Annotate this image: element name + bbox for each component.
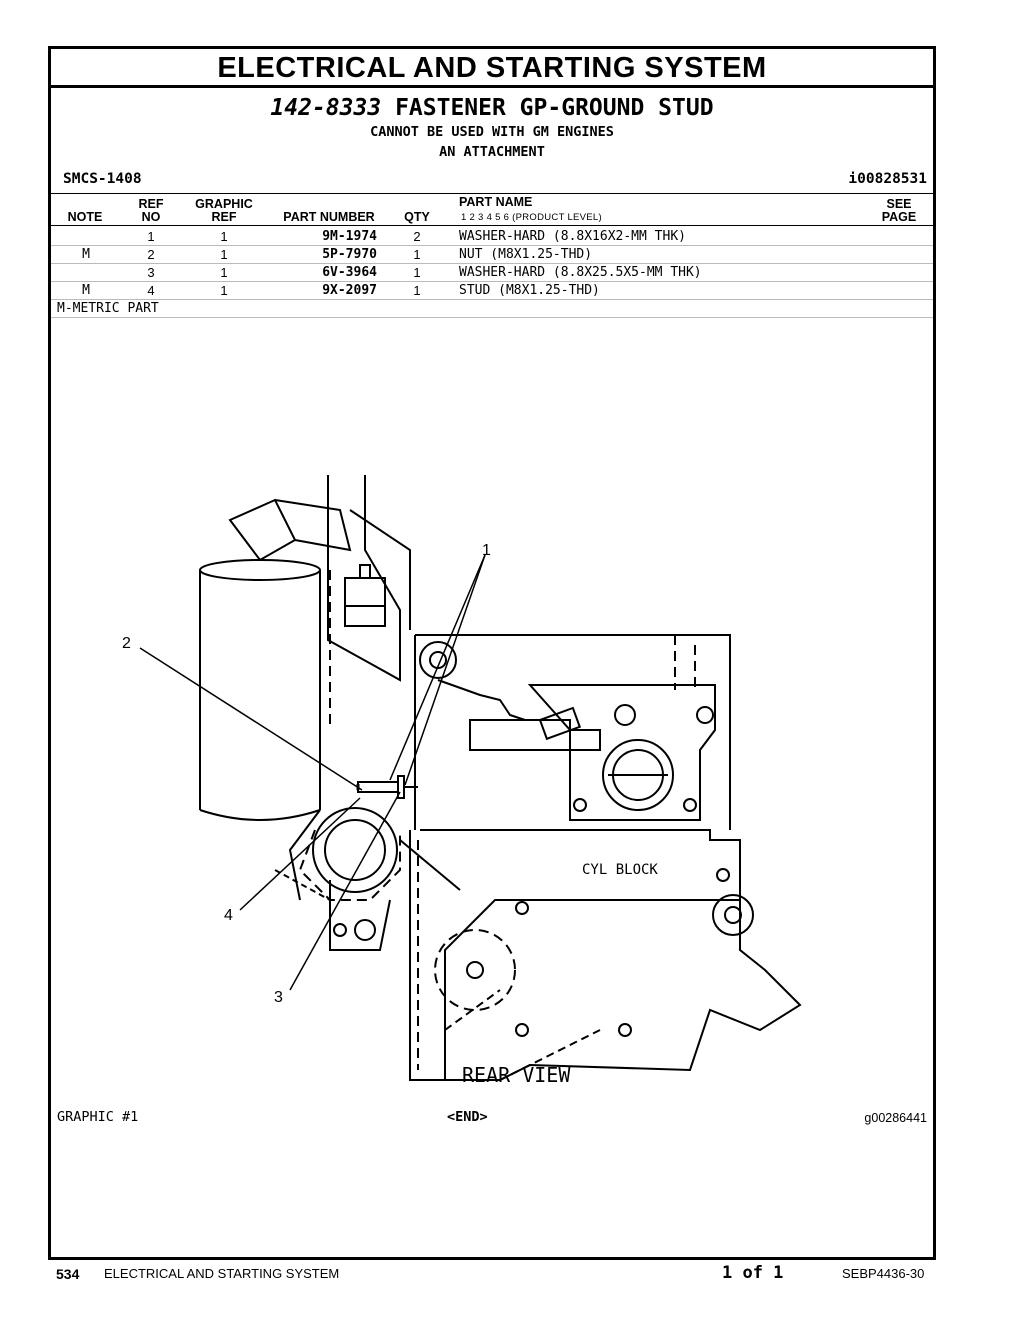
row-divider (51, 263, 933, 264)
callout-4: 4 (224, 907, 233, 924)
callout-leaders (139, 554, 486, 991)
header-page: PAGE (881, 210, 917, 224)
header-bottom-rule (51, 225, 933, 226)
footer-doc-number: SEBP4436-30 (842, 1266, 925, 1281)
row-part-name: WASHER-HARD (8.8X25.5X5-MM THK) (459, 265, 702, 280)
row-divider (51, 245, 933, 246)
row-part-name: NUT (M8X1.25-THD) (459, 247, 593, 262)
section-title: ELECTRICAL AND STARTING SYSTEM (51, 49, 933, 88)
row-graphic-ref: 1 (220, 283, 228, 298)
footer-section: ELECTRICAL AND STARTING SYSTEM (104, 1266, 340, 1281)
metric-rule (51, 317, 933, 318)
header-no: NO (141, 210, 161, 224)
document-id: i00828531 (848, 171, 927, 187)
row-ref: 2 (147, 247, 155, 262)
row-qty: 1 (413, 283, 421, 298)
starter-motor (199, 475, 411, 821)
row-qty: 1 (413, 247, 421, 262)
row-ref: 1 (147, 229, 155, 244)
header-see: SEE (886, 197, 912, 211)
row-graphic-ref: 1 (220, 229, 228, 244)
header-part-name: PART NAME (459, 195, 533, 209)
solenoid (344, 564, 582, 741)
row-note: M (82, 247, 90, 262)
smcs-code: SMCS-1408 (63, 171, 142, 187)
row-graphic-ref: 1 (220, 265, 228, 280)
end-marker: <END> (447, 1109, 488, 1125)
group-note-1: CANNOT BE USED WITH GM ENGINES (370, 124, 614, 140)
header-rule (51, 193, 933, 194)
callout-2: 2 (122, 635, 131, 652)
callout-1: 1 (482, 542, 491, 559)
page-frame: ELECTRICAL AND STARTING SYSTEM 142-8333 … (48, 46, 936, 1260)
upper-housing (414, 634, 731, 830)
row-part-name: STUD (M8X1.25-THD) (459, 283, 600, 298)
row-qty: 2 (413, 229, 421, 244)
header-graphic-ref: REF (211, 210, 237, 224)
rear-view-label: REAR VIEW (462, 1063, 571, 1087)
footer-page-of: 1 of 1 (722, 1263, 784, 1283)
metric-note: M-METRIC PART (57, 301, 159, 316)
row-divider (51, 281, 933, 282)
header-product-levels: 1 2 3 4 5 6 (PRODUCT LEVEL) (461, 212, 602, 223)
graphic-id: g00286441 (864, 1111, 927, 1125)
footer-page-number: 534 (56, 1266, 80, 1282)
header-graphic: GRAPHIC (195, 197, 253, 211)
row-divider (51, 299, 933, 300)
row-note: M (82, 283, 90, 298)
row-graphic-ref: 1 (220, 247, 228, 262)
row-part-number: 5P-7970 (322, 247, 377, 262)
header-ref: REF (138, 197, 164, 211)
graphic-label: GRAPHIC #1 (57, 1109, 139, 1125)
row-ref: 4 (147, 283, 155, 298)
header-qty: QTY (404, 210, 430, 224)
cyl-block-label: CYL BLOCK (582, 862, 658, 878)
group-title: 142-8333 FASTENER GP-GROUND STUD (51, 95, 933, 121)
cylinder-block (399, 829, 802, 1081)
row-qty: 1 (413, 265, 421, 280)
ground-stud (356, 775, 418, 799)
callout-3: 3 (274, 989, 283, 1006)
row-part-name: WASHER-HARD (8.8X16X2-MM THK) (459, 229, 686, 244)
header-note: NOTE (67, 210, 103, 224)
header-part-number: PART NUMBER (283, 210, 375, 224)
group-part-number: 142-8333 (270, 95, 382, 121)
gear-assembly (274, 807, 401, 951)
group-note-2: AN ATTACHMENT (439, 144, 545, 160)
group-name: FASTENER GP-GROUND STUD (395, 95, 714, 121)
engine-rear-view-drawing: 1 2 3 4 CYL BLOCK REAR VIEW (122, 475, 802, 1087)
row-part-number: 9M-1974 (322, 229, 377, 244)
row-part-number: 9X-2097 (322, 283, 377, 298)
row-ref: 3 (147, 265, 155, 280)
row-part-number: 6V-3964 (322, 265, 377, 280)
